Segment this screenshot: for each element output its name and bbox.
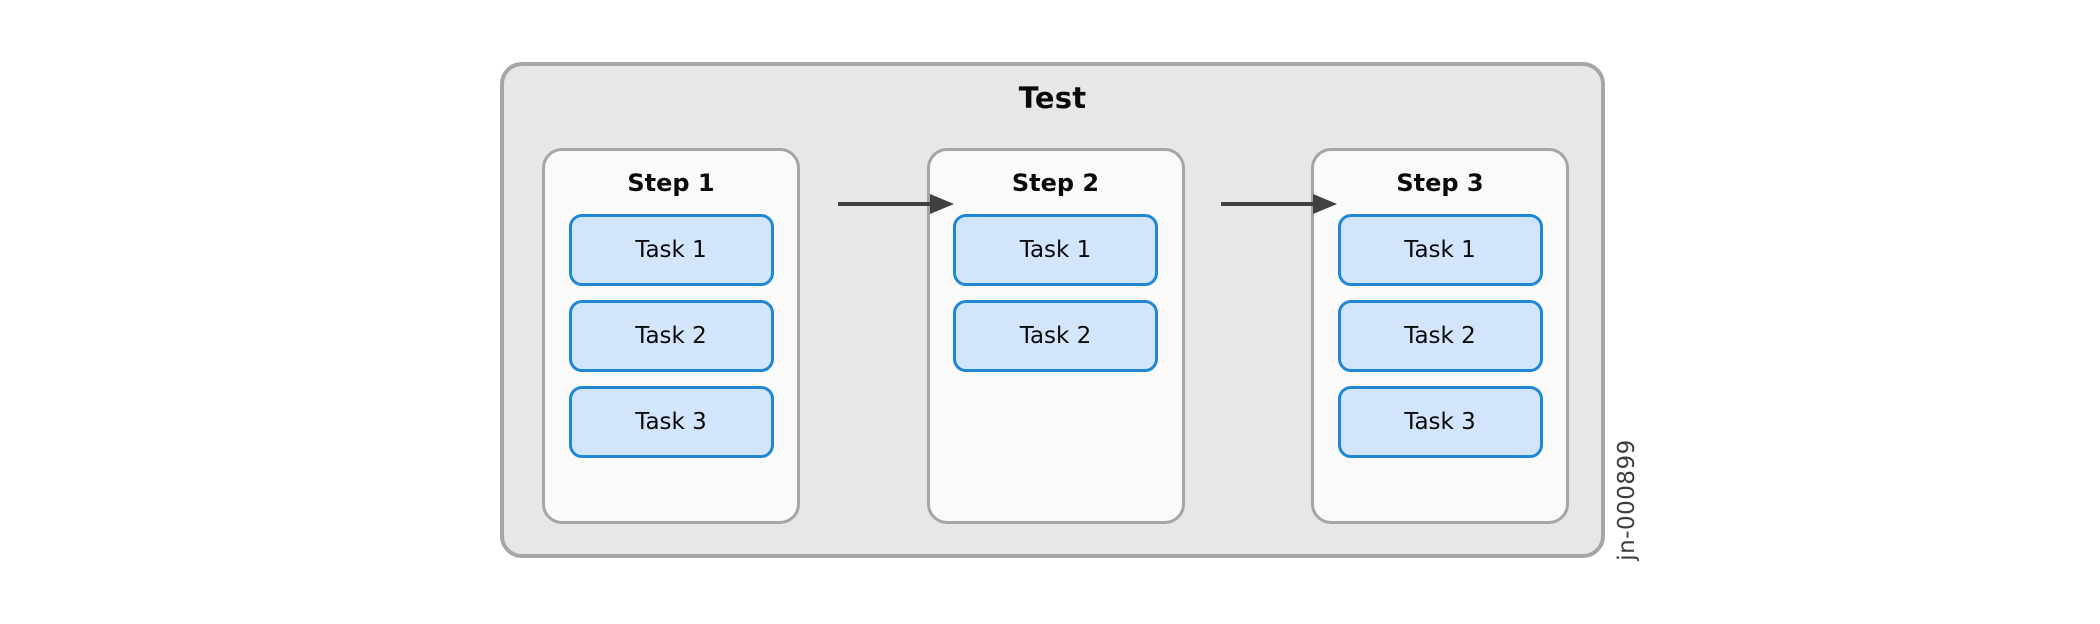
task-box[interactable]: Task 2 (568, 300, 774, 372)
container-title: Test (1018, 81, 1087, 115)
step-box-2[interactable]: Step 2 Task 1 Task 2 (926, 148, 1185, 524)
task-box[interactable]: Task 1 (568, 214, 774, 286)
step-box-1[interactable]: Step 1 Task 1 Task 2 Task 3 (542, 148, 800, 524)
task-box[interactable]: Task 1 (953, 214, 1158, 286)
step-title-1: Step 1 (627, 169, 715, 197)
task-list-3: Task 1 Task 2 Task 3 (1314, 214, 1566, 458)
task-box[interactable]: Task 3 (568, 386, 774, 458)
task-box[interactable]: Task 2 (953, 300, 1158, 372)
step-title-2: Step 2 (1011, 169, 1100, 197)
task-box[interactable]: Task 3 (1337, 386, 1543, 458)
test-container: Test Step 1 Task 1 Task 2 Task 3 Step 2 … (500, 62, 1605, 558)
step-title-3: Step 3 (1396, 169, 1484, 197)
task-box[interactable]: Task 2 (1337, 300, 1543, 372)
steps-row: Step 1 Task 1 Task 2 Task 3 Step 2 Task … (542, 148, 1569, 524)
task-list-2: Task 1 Task 2 (930, 214, 1182, 372)
task-list-1: Task 1 Task 2 Task 3 (545, 214, 797, 458)
task-box[interactable]: Task 1 (1337, 214, 1543, 286)
figure-id-label: jn-000899 (1612, 420, 1642, 580)
step-box-3[interactable]: Step 3 Task 1 Task 2 Task 3 (1311, 148, 1569, 524)
figure-id-text: jn-000899 (1614, 439, 1640, 561)
